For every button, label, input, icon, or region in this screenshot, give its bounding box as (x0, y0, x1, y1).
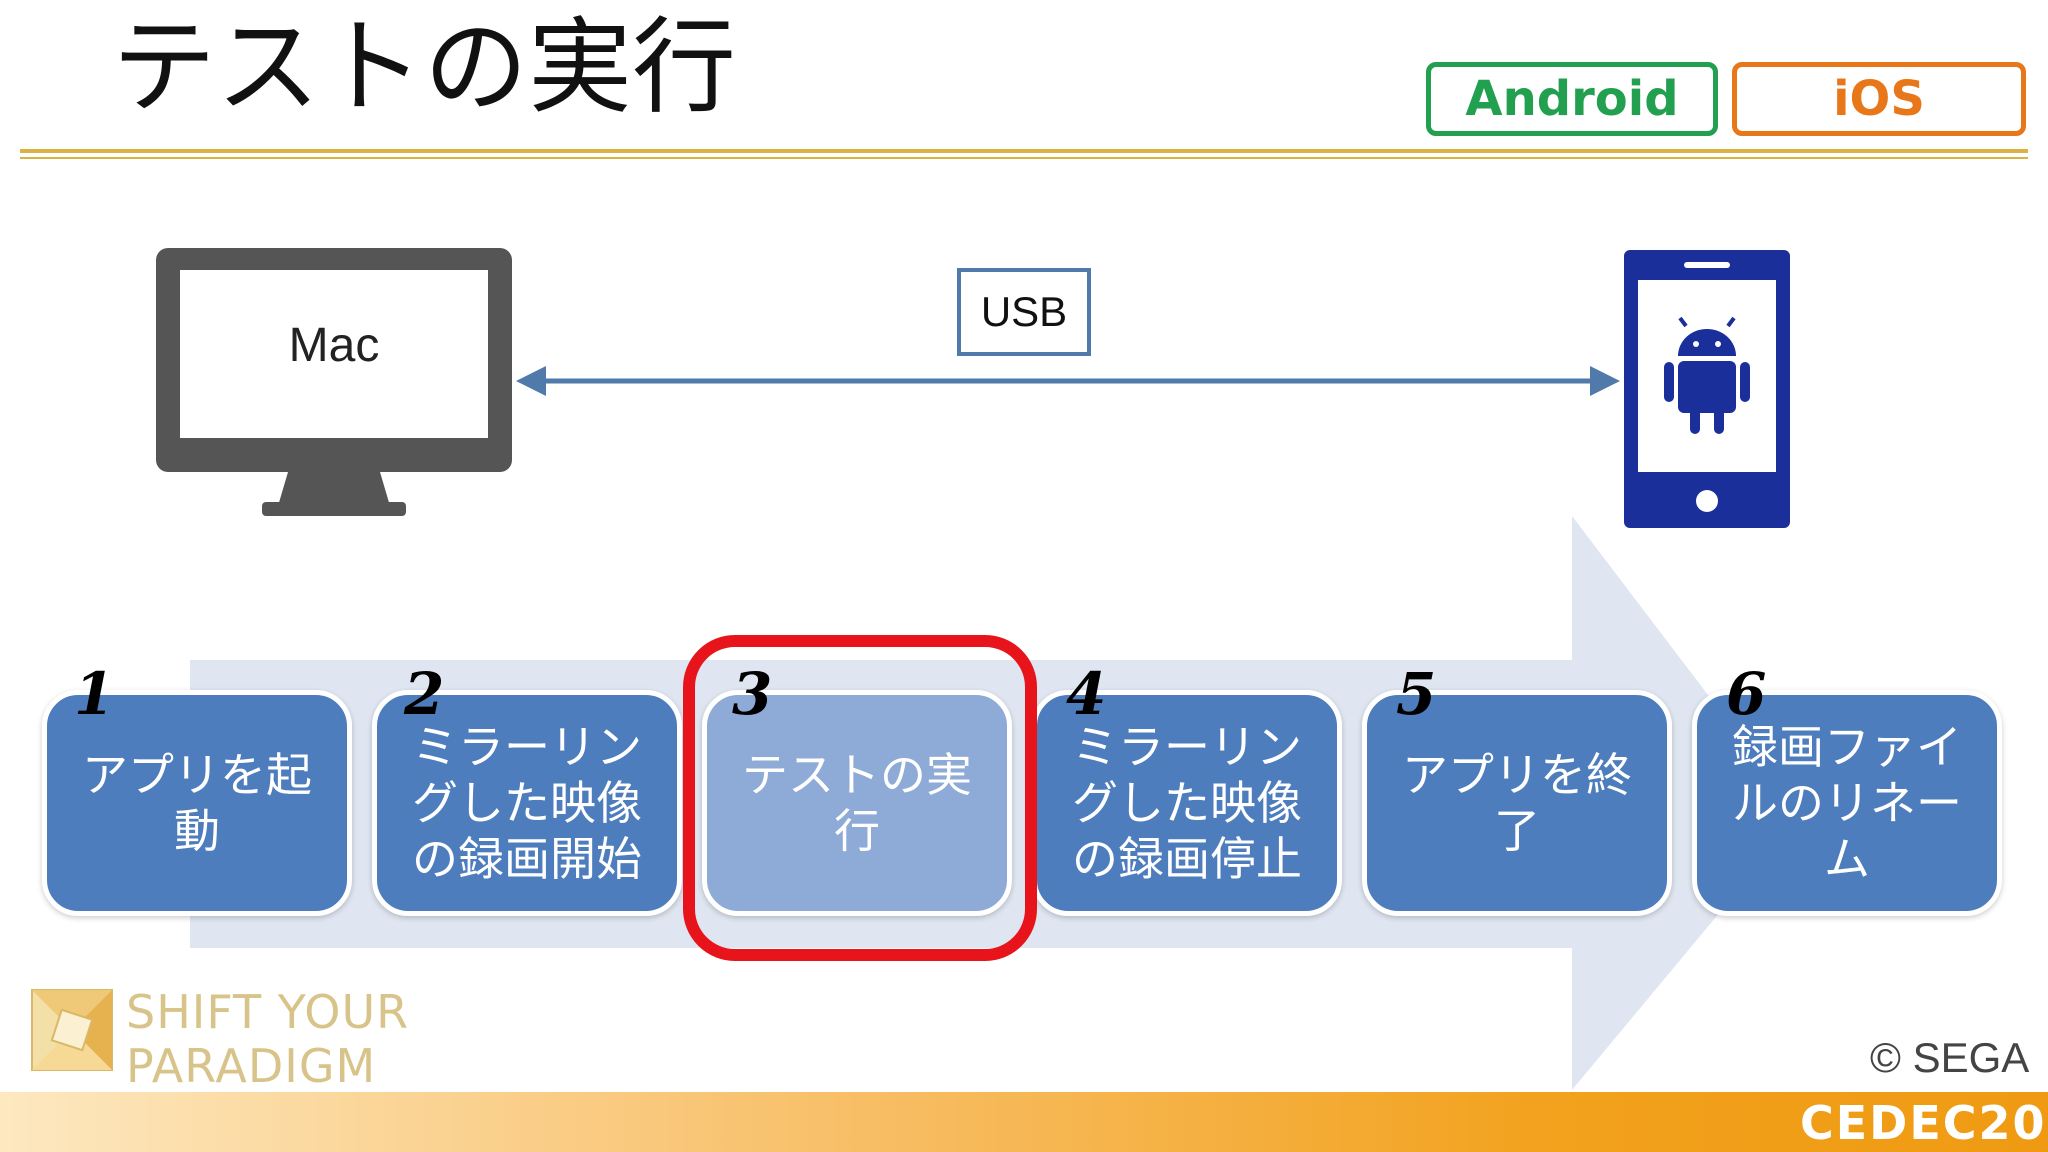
step-4-label: ミラーリングした映像の録画停止 (1072, 719, 1302, 887)
step-6-label: 録画ファイルのリネーム (1732, 719, 1962, 887)
step-5-number: 5 (1396, 660, 1437, 728)
shift-your-paradigm-logo-text: SHIFT YOUR PARADIGM (126, 985, 409, 1093)
step-6-number: 6 (1726, 660, 1767, 728)
slide-title: テストの実行 (112, 6, 737, 128)
step-2-label: ミラーリングした映像の録画開始 (412, 719, 642, 887)
footer-bar (0, 1092, 2048, 1152)
title-rule-thin (20, 157, 2028, 159)
android-badge: Android (1426, 62, 1718, 136)
step-3-number: 3 (732, 660, 773, 728)
step-5-box: アプリを終了 (1362, 690, 1672, 916)
usb-label: USB (957, 268, 1091, 356)
monitor-icon (156, 248, 512, 516)
copyright: © SEGA (1870, 1034, 2030, 1081)
step-2-box: ミラーリングした映像の録画開始 (372, 690, 682, 916)
title-rule (20, 149, 2028, 153)
shift-your-paradigm-logo-icon (31, 989, 113, 1071)
logo-line-1: SHIFT YOUR (126, 985, 410, 1039)
step-1-box: アプリを起動 (42, 690, 352, 916)
ios-badge: iOS (1732, 62, 2026, 136)
step-1-label: アプリを起動 (82, 747, 312, 858)
mac-label: Mac (288, 319, 380, 372)
cedec-logo: CEDEC2021 (1800, 1096, 2048, 1150)
step-3-box: テストの実行 (702, 690, 1012, 916)
step-3-label: テストの実行 (742, 747, 972, 858)
step-2-number: 2 (404, 660, 445, 728)
step-1-number: 1 (74, 660, 115, 728)
current-step-highlight (683, 635, 1037, 961)
android-phone-icon (1624, 250, 1790, 528)
step-4-number: 4 (1066, 660, 1107, 728)
step-5-label: アプリを終了 (1402, 747, 1632, 858)
logo-line-2: PARADIGM (126, 1039, 377, 1093)
step-6-box: 録画ファイルのリネーム (1692, 690, 2002, 916)
